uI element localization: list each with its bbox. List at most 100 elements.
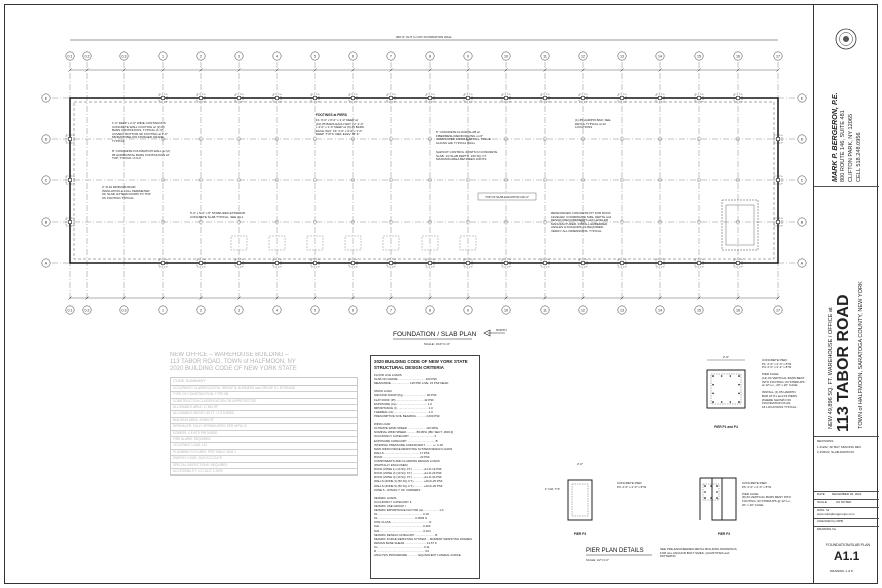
note-line: WHERE SHOWN ON — [762, 397, 791, 402]
code-summary-row: OCCUPANT LOAD: 167 — [171, 443, 357, 450]
criteria-line: DESIGN BASE SHEAR ......................… — [374, 540, 437, 545]
criteria-line: SEISMIC DESIGN CATEGORY ................… — [374, 532, 438, 537]
grid-row-label: D — [801, 137, 804, 141]
pier-p2-label: PIER P2 — [718, 532, 730, 536]
criteria-line: WALLS ..................................… — [374, 450, 430, 455]
pier — [161, 261, 165, 265]
grid-bubble — [578, 305, 588, 315]
note-footings: F1: 8'-0" x 8'-0" x 1'-0" DEEP w/ (10) #… — [316, 118, 364, 137]
grid-bubble — [41, 258, 51, 268]
interior-mark — [313, 137, 317, 141]
note-line: 18 LOCATIONS TYPICAL — [762, 404, 797, 409]
plan-scale: SCALE: 1/16"=1'-0" — [424, 342, 450, 346]
end-wall-pier — [776, 178, 780, 182]
grid-col-label: 11 — [543, 308, 547, 312]
note-line: INSTALL (1) #5 HAIRPIN — [762, 390, 796, 395]
pier-footing — [694, 93, 704, 103]
dim-tick — [428, 296, 432, 300]
interior-mark — [199, 220, 203, 224]
end-wall-footing — [65, 217, 75, 227]
criteria-line: MEZZANINE ...................... 125 PSF… — [374, 381, 449, 386]
tb-divider-6 — [814, 518, 879, 519]
engineer-address-1: 800 ROUTE 146, SUITE 481 — [840, 110, 846, 182]
pier-p3-label: PIER P3 — [574, 532, 586, 536]
pier-footing — [158, 258, 168, 268]
criteria-line: SITE CLASS .............................… — [374, 520, 432, 525]
dim-tick — [275, 68, 279, 72]
grid-col-label: 0.1 — [68, 54, 73, 58]
interior-mark — [313, 178, 317, 182]
pier-footing — [425, 258, 435, 268]
rebar-dot — [729, 375, 732, 377]
interior-footing — [382, 235, 400, 251]
pier-p3-clr: 2" CLR. TYP. — [545, 487, 560, 491]
grid-bubble — [82, 305, 92, 315]
revision-2: 2 4/26/22, SLAB ADDITION — [817, 450, 854, 454]
criteria-line: NOMINAL WIND SPEED ........... 89 MPH (I… — [374, 430, 454, 435]
criteria-line: FLOOR LIVE LOADS — [374, 373, 402, 377]
grid-bubble — [578, 51, 588, 61]
pier-footing — [501, 93, 511, 103]
checked-by: CHECKED by MPB — [817, 519, 844, 523]
interior-mark — [697, 220, 701, 224]
drawing-label: DRAWING No. — [817, 527, 837, 531]
grid-bubble — [540, 305, 550, 315]
grid-col-label: 6 — [352, 54, 354, 58]
dim-tick — [237, 68, 241, 72]
note-line: CONCRETE PIER — [617, 481, 642, 485]
interior-mark — [428, 137, 432, 141]
interior-mark — [543, 178, 547, 182]
grid-bubble — [41, 93, 51, 103]
note-line: INTO FOOTING; #3 STIRRUPS — [762, 379, 805, 384]
pier-footing — [578, 258, 588, 268]
interior-mark — [697, 178, 701, 182]
pier-footing — [463, 258, 473, 268]
interior-mark — [736, 220, 740, 224]
pier — [237, 96, 241, 100]
criteria-line: IMPORTANCE (I) .........................… — [374, 405, 433, 410]
pier-footing — [158, 93, 168, 103]
note-line: FOOTING; #3 STIRRUPS @ 12"o.c., — [742, 498, 792, 503]
north-label: NORTH — [496, 328, 507, 332]
grid-bubble — [41, 175, 51, 185]
criteria-line: COMPONENTS AND CLADDING DESIGN LOADS — [374, 458, 440, 463]
code-summary-row: ALLOWABLE AREA: 17,500 SF — [171, 405, 357, 412]
rebar-dot — [716, 485, 718, 487]
criteria-line: R ......................................… — [374, 549, 430, 554]
criteria-line: Cs .....................................… — [374, 544, 430, 549]
rebar-dot — [729, 401, 732, 403]
grid-bubble — [463, 51, 473, 61]
interior-footing — [421, 235, 439, 251]
criteria-line: S1 .....................................… — [374, 516, 428, 521]
grid-col-label: 12 — [581, 54, 585, 58]
grid-bubble — [65, 51, 75, 61]
criteria-line: ROOF (ZONE 2) (10 SQ. FT.) ............ … — [374, 471, 442, 476]
pier-footing — [425, 93, 435, 103]
revision-1: 1 4/4/22, SF BAY SPACING REV. — [817, 445, 862, 449]
pier-p1-outline — [706, 369, 746, 409]
dim-tick — [313, 296, 317, 300]
dim-tick — [351, 68, 355, 72]
dim-tick — [351, 296, 355, 300]
pier-p3-dim: 2'-0" — [577, 462, 583, 466]
dim-tick — [543, 68, 547, 72]
rebar-dot — [738, 375, 740, 377]
pier — [736, 96, 740, 100]
grid-bubble — [41, 134, 51, 144]
dim-tick — [85, 296, 89, 300]
grid-col-label: 5 — [314, 308, 316, 312]
grid-col-label: 0.2 — [85, 308, 90, 312]
interior-mark — [504, 137, 508, 141]
note-sawcut: SAWCUT CONTROL JOINTS IN CONCRETE SLAB: … — [436, 150, 498, 162]
pier — [313, 261, 317, 265]
grid-bubble — [655, 51, 665, 61]
grid-bubble — [234, 305, 244, 315]
interior-mark — [351, 220, 355, 224]
dock-pit-1 — [721, 199, 759, 251]
grid-bubble — [797, 134, 807, 144]
grid-bubble — [617, 51, 627, 61]
interior-mark — [389, 178, 393, 182]
